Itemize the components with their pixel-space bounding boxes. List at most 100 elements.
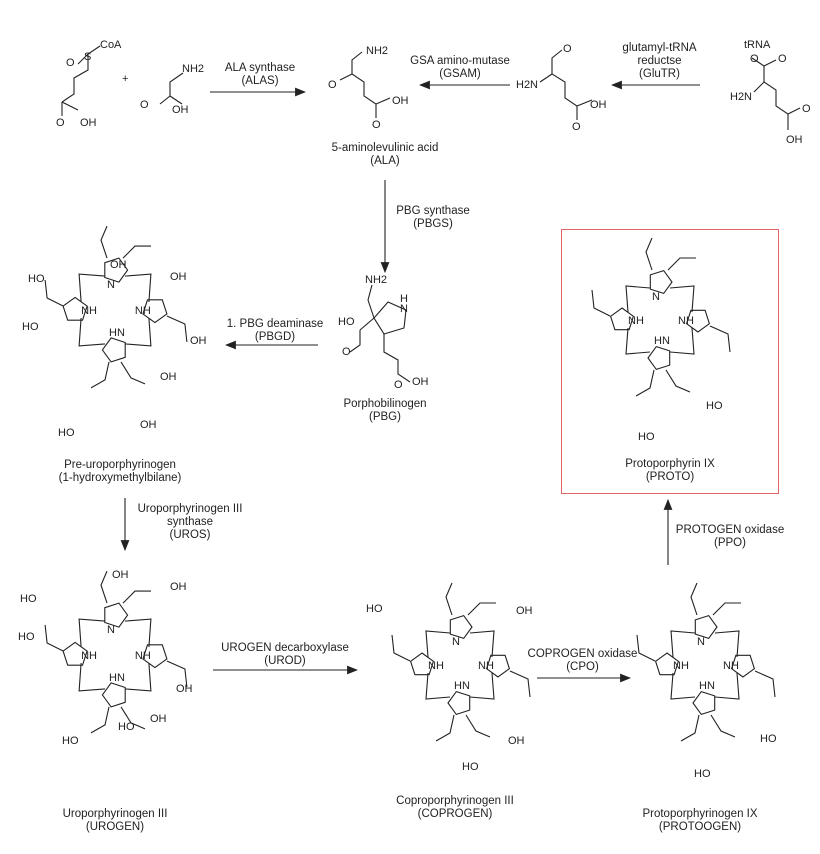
atom-oh: OH [170, 581, 187, 593]
atom-oh: OH [786, 134, 803, 146]
pyrrole-ring [142, 299, 168, 324]
atom-nh: NH [478, 660, 494, 672]
atom-nh: NH [135, 650, 151, 662]
atom-o: O [778, 53, 787, 65]
atom-oh: OH [392, 95, 409, 107]
atom-n: N [400, 303, 408, 315]
pyrrole-ring [647, 345, 671, 371]
atom-n: N [107, 279, 115, 291]
plus-sign: + [122, 73, 128, 85]
atom-ho: HO [638, 431, 655, 443]
atom-oh: OH [508, 735, 525, 747]
compound-preuro: Pre-uroporphyrinogen(1-hydroxymethylbila… [58, 459, 182, 484]
atom-o: O [802, 103, 811, 115]
gsa-structure [539, 49, 593, 120]
atom-n: N [697, 636, 705, 648]
atom-oh: OH [110, 259, 127, 271]
atom-o: O [56, 117, 65, 129]
pyrrole-ring [101, 682, 126, 708]
pyrrole-ring [62, 296, 88, 321]
atom-hn: HN [454, 680, 470, 692]
atom-h2n: H2N [516, 79, 538, 91]
pyrrole-ring [685, 309, 711, 333]
atom-hn: HN [109, 327, 125, 339]
atom-ho: HO [28, 273, 45, 285]
atom-o: O [750, 53, 759, 65]
atom-oh: OH [176, 683, 193, 695]
atom-ho: HO [706, 400, 723, 412]
atom-o: O [372, 119, 381, 131]
pre-uroporphyrinogen-structure [44, 225, 188, 389]
atom-ho: HO [366, 603, 383, 615]
pyrrole-ring [142, 644, 168, 669]
coproporphyrinogen-structure [391, 582, 531, 742]
pyrrole-ring [447, 690, 471, 716]
pyrrole-ring [104, 257, 129, 283]
pyrrole-ring [62, 641, 88, 666]
pyrrole-ring [730, 654, 756, 678]
atom-oh: OH [516, 605, 533, 617]
enzyme-urod: UROGEN decarboxylase(UROD) [221, 642, 349, 667]
atom-oh: OH [170, 271, 187, 283]
atom-ho: HO [62, 735, 79, 747]
atom-oh: OH [140, 419, 157, 431]
atom-hn: HN [699, 680, 715, 692]
enzyme-pbgd: 1. PBG deaminase(PBGD) [226, 318, 324, 343]
protoporphyrin-structure [591, 237, 731, 397]
atom-o: O [394, 379, 403, 391]
atom-ho: HO [58, 427, 75, 439]
atom-oh: OH [80, 117, 97, 129]
protoporphyrin-highlight-box [561, 229, 779, 494]
atom-trna: tRNA [744, 39, 771, 51]
atom-oh: OH [112, 569, 129, 581]
pyrrole-ring [649, 269, 673, 295]
atom-nh2: NH2 [182, 63, 204, 75]
atom-h: H [400, 293, 408, 305]
atom-nh: NH [81, 650, 97, 662]
atom-oh: OH [412, 376, 429, 388]
compound-proto: Protoporphyrin IX(PROTO) [625, 458, 715, 483]
atom-nh: NH [678, 315, 694, 327]
enzyme-ppo: PROTOGEN oxidase(PPO) [675, 524, 785, 549]
pyrrole-ring [101, 337, 126, 363]
atom-ho: HO [760, 733, 777, 745]
ala-structure [339, 51, 391, 118]
enzyme-alas: ALA synthase(ALAS) [224, 62, 296, 87]
succinyl-coa-structure [61, 45, 101, 116]
atom-o: O [563, 43, 572, 55]
atom-nh: NH [673, 660, 689, 672]
atom-ho: HO [22, 321, 39, 333]
pbg-structure [349, 284, 411, 383]
atom-ho: HO [20, 593, 37, 605]
atom-oh: OH [590, 99, 607, 111]
atom-oh: OH [190, 335, 207, 347]
pyrrole-ring [609, 307, 635, 331]
enzyme-gsam: GSA amino-mutase(GSAM) [410, 55, 510, 80]
compound-pbg: Porphobilinogen(PBG) [343, 398, 427, 423]
protoporphyrinogen-structure [636, 582, 776, 742]
pyrrole-ring [485, 654, 511, 678]
uroporphyrinogen-structure [44, 570, 188, 734]
compound-urogen: Uroporphyrinogen III(UROGEN) [62, 808, 168, 833]
atom-ho: HO [462, 761, 479, 773]
atom-hn: HN [109, 672, 125, 684]
atom-n: N [452, 636, 460, 648]
atom-s: S [84, 51, 91, 63]
atom-nh: NH [628, 315, 644, 327]
atom-o: O [342, 346, 351, 358]
atom-h2n: H2N [730, 91, 752, 103]
compound-coprogen: Coproporphyrinogen III(COPROGEN) [396, 795, 514, 820]
atom-o: O [328, 79, 337, 91]
atom-oh: HO [338, 316, 355, 328]
enzyme-pbgs: PBG synthase(PBGS) [396, 205, 470, 230]
atom-oh: OH [160, 371, 177, 383]
pyrrole-ring [694, 614, 718, 640]
atom-o: O [140, 99, 149, 111]
compound-ala: 5-aminolevulinic acid(ALA) [331, 142, 439, 167]
pyrrole-ring [409, 652, 435, 676]
compound-protogen: Protoporphyrinogen IX(PROTOOGEN) [642, 808, 758, 833]
atom-n: N [107, 624, 115, 636]
atom-ho: HO [118, 721, 135, 733]
atom-nh: NH [81, 305, 97, 317]
